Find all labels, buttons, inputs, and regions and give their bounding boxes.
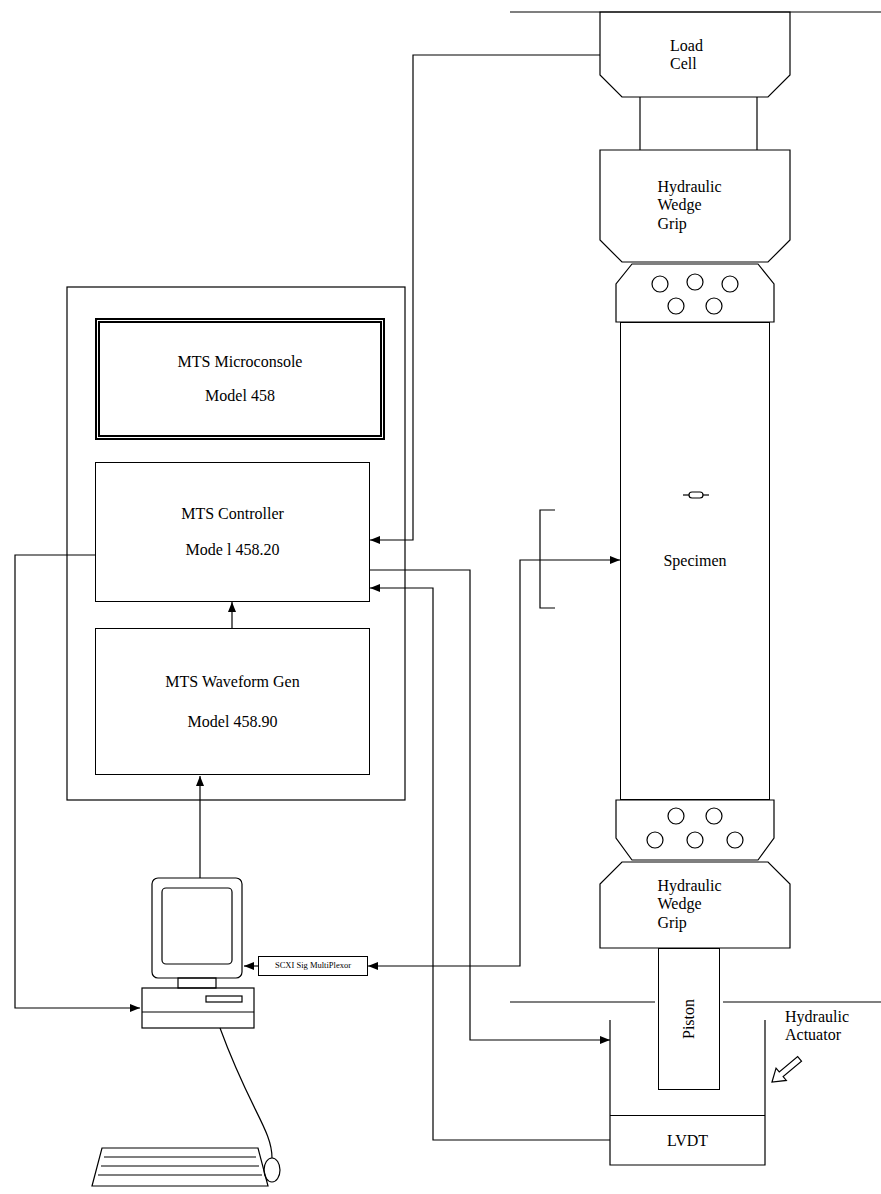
keyboard — [92, 1148, 268, 1186]
text-group: Hydraulic Wedge Grip — [658, 877, 733, 932]
node-text: Model 458.90 — [188, 713, 278, 731]
microconsole-box: MTS MicroconsoleModel 458 — [95, 318, 385, 440]
gauge-bracket — [540, 510, 555, 608]
bolt-hole — [647, 832, 663, 848]
bolt-hole — [687, 832, 703, 848]
bolt-hole — [668, 298, 684, 314]
connectors — [232, 55, 620, 1140]
wedge-grip: Hydraulic Wedge Grip — [600, 862, 790, 948]
text-group: Specimen — [663, 552, 726, 570]
keyboard-keys — [98, 1157, 262, 1175]
text-group: MTS Waveform GenModel 458.90 — [165, 672, 299, 731]
lvdt: LVDT — [610, 1115, 765, 1165]
signal-wire — [15, 555, 140, 1008]
wedge-head — [616, 800, 774, 860]
node-text: Load Cell — [670, 36, 720, 73]
pointer-arrow — [767, 1053, 805, 1088]
text-group: MTS MicroconsoleModel 458 — [178, 353, 303, 406]
node-text: SCXI Sig MultiPlexor — [275, 961, 351, 971]
system-unit-edge — [142, 1011, 254, 1012]
console-frame — [67, 287, 405, 800]
node-text: Hydraulic Wedge Grip — [658, 877, 733, 932]
multiplexer-box: SCXI Sig MultiPlexor — [258, 956, 368, 976]
bolt-hole — [722, 276, 738, 292]
node-text: MTS Controller — [181, 505, 284, 523]
wedge-grip: Hydraulic Wedge Grip — [600, 150, 790, 262]
signal-wire — [199, 776, 200, 878]
waveform-generator-box: MTS Waveform GenModel 458.90 — [95, 628, 370, 775]
node-text: LVDT — [667, 1131, 708, 1149]
signal-connector — [368, 560, 620, 966]
text-group: SCXI Sig MultiPlexor — [275, 961, 351, 971]
bolt-hole — [706, 298, 722, 314]
specimen: Specimen — [620, 322, 770, 800]
key-row — [98, 1174, 262, 1175]
bolt-hole — [727, 832, 743, 848]
wedge-head — [616, 264, 774, 322]
strain-gauge-lead — [703, 494, 709, 495]
outline — [600, 862, 790, 948]
signal-connector — [370, 55, 600, 540]
key-row — [104, 1156, 256, 1157]
bolt-hole — [687, 274, 703, 290]
text-group: Load Cell — [670, 36, 720, 73]
signal-connector — [231, 602, 232, 628]
base-line — [723, 1001, 881, 1002]
signal-connector — [370, 588, 610, 1140]
monitor — [152, 878, 242, 978]
base-line — [510, 1001, 655, 1002]
node-text: MTS Microconsole — [178, 353, 303, 371]
signal-connector — [370, 570, 610, 1040]
text-group: Hydraulic Wedge Grip — [658, 178, 733, 233]
hydraulic-actuator: Hydraulic ActuatorPistonLVDT — [610, 1020, 765, 1165]
text-group: Piston — [669, 1010, 709, 1028]
node-text: Hydraulic Wedge Grip — [658, 178, 733, 233]
text-group: Hydraulic Actuator — [785, 1008, 877, 1045]
text-group: LVDT — [667, 1131, 708, 1149]
mouse — [264, 1158, 280, 1182]
load-cell-neck — [756, 97, 757, 150]
screen — [162, 888, 232, 964]
piston: Piston — [658, 948, 720, 1090]
controller-box: MTS ControllerMode l 458.20 — [95, 462, 370, 602]
node-text: Mode l 458.20 — [186, 541, 280, 559]
bolt-hole — [668, 808, 684, 824]
computer-icon — [92, 878, 280, 1186]
node-text: Model 458 — [205, 387, 275, 405]
strain-gauge — [689, 492, 703, 498]
wires — [15, 555, 258, 1008]
signal-wire — [244, 965, 258, 966]
monitor-stand — [178, 978, 216, 988]
load-cell-neck — [639, 97, 640, 150]
node-text: Specimen — [663, 552, 726, 570]
outline — [600, 150, 790, 262]
node-text: Piston — [680, 999, 698, 1039]
node-text: Hydraulic Actuator — [785, 1008, 877, 1045]
bolt-hole — [652, 276, 668, 292]
node-text: MTS Waveform Gen — [165, 672, 299, 690]
outline — [610, 1020, 765, 1165]
frame-art — [67, 12, 881, 1088]
system-unit — [142, 988, 254, 1028]
outline — [600, 12, 790, 97]
text-group: MTS ControllerMode l 458.20 — [181, 505, 284, 560]
mouse-cable — [220, 1028, 272, 1158]
drive-slot — [206, 996, 242, 1002]
load-cell: Load Cell — [600, 12, 790, 97]
key-row — [101, 1165, 259, 1166]
bolt-hole — [706, 808, 722, 824]
strain-gauge-lead — [683, 494, 689, 495]
